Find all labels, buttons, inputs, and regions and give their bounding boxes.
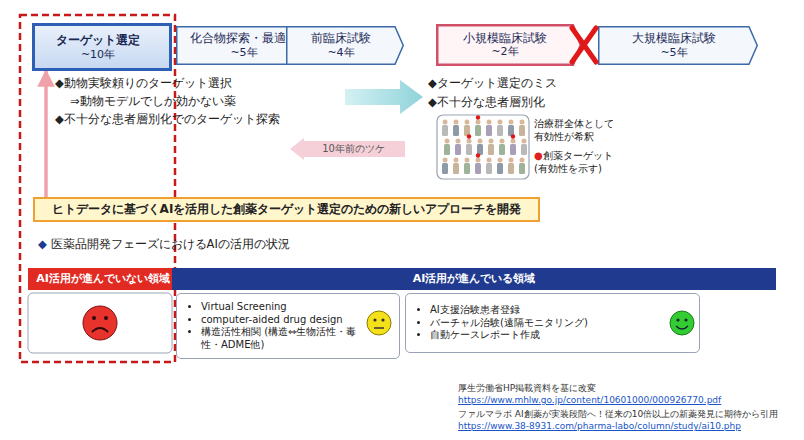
box-outline bbox=[34, 25, 171, 70]
box-subtitle: ~4年 bbox=[327, 46, 354, 59]
list-item: Virtual Screening bbox=[201, 301, 373, 314]
list-item: 構造活性相関 (構造⇔生物活性・毒性・ADME他) bbox=[201, 326, 373, 351]
patient-group-box bbox=[437, 115, 529, 179]
ai-use-box: AI支援治験患者登録バーチャル治験(遠隔モニタリング)自動ケースレポート作成 bbox=[405, 293, 700, 353]
text-group: AI活用が進んでいる領域 bbox=[413, 272, 536, 285]
back-arrow: 10年前のツケ bbox=[290, 138, 405, 160]
source-link: https://www.38-8931.com/pharma-labo/colu… bbox=[458, 421, 741, 432]
bullet-list: Virtual Screeningcomputer-aided drug des… bbox=[185, 301, 373, 351]
happy-face bbox=[670, 311, 694, 335]
text-group: ヒトデータに基づくAIを活用した創薬ターゲット選定のための新しいアプローチを開発 bbox=[52, 202, 522, 216]
list-item: 自動ケースレポート作成 bbox=[430, 329, 670, 342]
empty-area-box bbox=[28, 293, 172, 353]
box-title: AI活用が進んでいない領域 bbox=[36, 272, 170, 285]
arrow-outline bbox=[290, 138, 405, 160]
box-title: ヒトデータに基づくAIを活用した創薬ターゲット選定のための新しいアプローチを開発 bbox=[52, 202, 522, 216]
box-subtitle: ~5年 bbox=[230, 46, 257, 59]
approach-band: ヒトデータに基づくAIを活用した創薬ターゲット選定のための新しいアプローチを開発 bbox=[33, 197, 540, 222]
list-item: AI支援治験患者登録 bbox=[430, 304, 670, 317]
sad-face bbox=[83, 306, 117, 340]
box-title: 大規模臨床試験 bbox=[632, 32, 716, 46]
box-subtitle: ~10年 bbox=[81, 48, 115, 61]
chevron-outline bbox=[287, 27, 404, 65]
note-text: 治療群全体として 有効性が希釈 bbox=[534, 118, 620, 143]
issue-text: ◆動物実験頼りのターゲット選択 bbox=[55, 76, 232, 90]
header-band: AI活用が進んでいる領域 bbox=[172, 268, 776, 290]
section-heading: ◆ 医薬品開発フェーズにおけるAIの活用の状況 bbox=[38, 237, 290, 251]
issue-text: ◆不十分な患者層別化 bbox=[428, 95, 545, 109]
box-title: AI活用が進んでいる領域 bbox=[413, 272, 536, 285]
connector-arrow bbox=[44, 71, 48, 197]
text-group: 10年前のツケ bbox=[310, 143, 385, 155]
issue-text: ◆不十分な患者層別化でのターゲット探索 bbox=[55, 112, 280, 126]
box-title: 小規模臨床試験 bbox=[463, 32, 547, 46]
text-group: 小規模臨床試験~2年 bbox=[463, 32, 555, 59]
list-item: computer-aided drug design bbox=[201, 314, 373, 327]
text-group: 前臨床試験~4年 bbox=[311, 32, 379, 59]
box-subtitle: ~2年 bbox=[491, 45, 518, 58]
header-band: AI活用が進んでいない領域 bbox=[28, 268, 178, 290]
phase-box: ターゲット選定~10年 bbox=[32, 23, 172, 71]
forward-arrow bbox=[345, 80, 423, 114]
box-title: 前臨床試験 bbox=[311, 32, 371, 46]
source-note: 厚生労働省HP掲載資料を基に改変 bbox=[458, 383, 596, 394]
box-title: ターゲット選定 bbox=[56, 33, 140, 47]
issue-text: ⇒動物モデルでしか効かない薬 bbox=[70, 94, 236, 108]
neutral-face bbox=[367, 311, 391, 335]
focus-dashed-frame bbox=[20, 15, 175, 362]
text-group: AI活用が進んでいない領域 bbox=[36, 272, 170, 285]
ai-use-box: Virtual Screeningcomputer-aided drug des… bbox=[176, 293, 400, 359]
box-subtitle: ~5年 bbox=[660, 46, 687, 59]
text-group: ターゲット選定~10年 bbox=[56, 33, 148, 61]
list-item: バーチャル治験(遠隔モニタリング) bbox=[430, 317, 670, 330]
phase-box: 大規模臨床試験~5年 bbox=[598, 26, 758, 65]
phase-box: 小規模臨床試験~2年 bbox=[436, 24, 582, 66]
box-outline bbox=[436, 24, 582, 66]
note-text: ●創薬ターゲット (有効性を示す) bbox=[534, 150, 620, 175]
chevron-outline bbox=[599, 27, 758, 65]
box-title: 10年前のツケ bbox=[322, 143, 385, 155]
source-link: https://www.mhlw.go.jp/content/10601000/… bbox=[458, 395, 721, 406]
phase-box: 前臨床試験~4年 bbox=[286, 26, 404, 65]
issue-text: ◆ターゲット選定のミス bbox=[428, 76, 557, 90]
box-title: 化合物探索・最適化 bbox=[190, 32, 298, 46]
chevron-outline bbox=[437, 25, 581, 65]
source-note: ファルマラボ AI創薬が実装段階へ！従来の10倍以上の新薬発見に期待から引用 bbox=[458, 409, 778, 420]
text-group: 大規模臨床試験~5年 bbox=[632, 32, 724, 59]
bullet-list: AI支援治験患者登録バーチャル治験(遠隔モニタリング)自動ケースレポート作成 bbox=[414, 304, 670, 342]
patient-figures bbox=[442, 115, 527, 174]
